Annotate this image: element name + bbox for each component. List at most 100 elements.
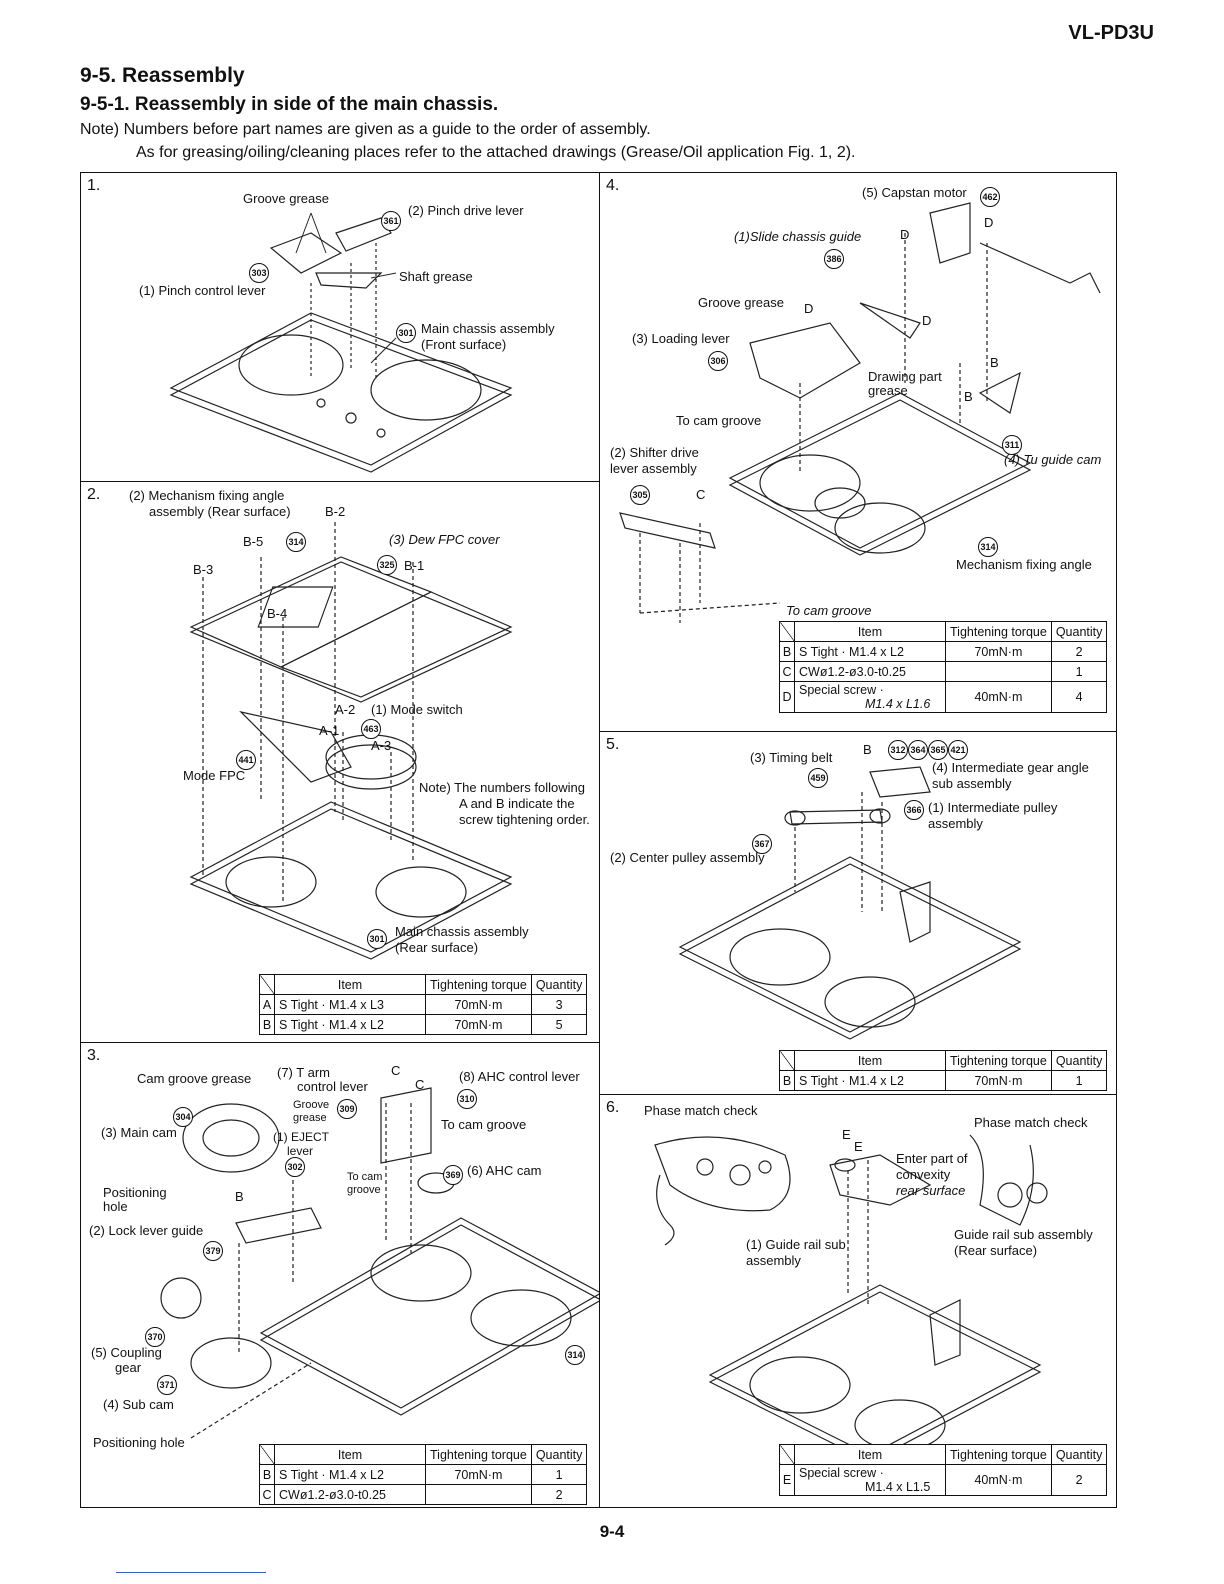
label-main-chassis: Main chassis assembly [395, 924, 529, 939]
label-sub-cam: (4) Sub cam [103, 1397, 174, 1412]
label-phase-match-right: Phase match check [974, 1115, 1088, 1130]
part-callout: 379 [203, 1241, 223, 1261]
col-item: Item [794, 1050, 946, 1071]
label-slide-chassis-guide: (1)Slide chassis guide [734, 229, 862, 244]
part-callout: 301 [367, 929, 387, 949]
label-positioning-hole-2: hole [103, 1199, 128, 1214]
part-callout: 312 [888, 740, 908, 760]
label-guide-rail-rear-2: (Rear surface) [954, 1243, 1038, 1258]
panel-step-3: 3. Cam groove grease (7) T arm control l… [80, 1042, 600, 1508]
panel-number: 6. [606, 1099, 620, 1116]
note-text-1: Note) The numbers following [419, 780, 585, 795]
label-cam-groove-grease: Cam groove grease [137, 1071, 252, 1086]
table-corner [779, 621, 795, 642]
col-item: Item [274, 974, 426, 995]
col-torque: Tightening torque [425, 1444, 532, 1465]
part-callout: 314 [286, 532, 306, 552]
label-eject-2: lever [287, 1144, 314, 1158]
label-guide-rail-rear-1: Guide rail sub assembly [954, 1227, 1093, 1242]
label-ahc-cam: (6) AHC cam [467, 1163, 542, 1178]
table-corner [259, 974, 275, 995]
label-a3: A-3 [371, 738, 392, 753]
label-d: D [922, 313, 932, 328]
label-dew-fpc-cover: (3) Dew FPC cover [389, 532, 500, 547]
col-torque: Tightening torque [425, 974, 532, 995]
label-coupling-gear-2: gear [115, 1360, 142, 1375]
label-intermediate-pulley-2: assembly [928, 816, 983, 831]
label-timing-belt: (3) Timing belt [750, 750, 833, 765]
panel-number: 5. [606, 736, 620, 753]
col-item: Item [794, 621, 946, 642]
note-line-2: As for greasing/oiling/cleaning places r… [136, 144, 856, 161]
label-a2: A-2 [335, 702, 356, 717]
label-mode-switch: (1) Mode switch [371, 702, 463, 717]
label-to-cam-groove-1: To cam groove [676, 413, 762, 428]
part-callout: 301 [396, 323, 416, 343]
label-mech-angle-2: assembly (Rear surface) [149, 504, 291, 519]
label-enter-part-3: rear surface [896, 1183, 966, 1198]
label-c: C [696, 487, 706, 502]
note-line-1: Note) Numbers before part names are give… [80, 121, 651, 138]
label-b2: B-2 [325, 504, 346, 519]
note-text-2: A and B indicate the [459, 796, 575, 811]
label-phase-match-left: Phase match check [644, 1103, 758, 1118]
section-title: 9-5. Reassembly [80, 64, 245, 87]
part-callout: 306 [708, 351, 728, 371]
col-torque: Tightening torque [945, 1444, 1052, 1465]
table-corner [779, 1444, 795, 1465]
label-positioning-hole-bottom: Positioning hole [93, 1435, 185, 1450]
panel-step-2: 2. (2) Mechanism fixing angle assembly (… [80, 481, 600, 1043]
label-b: B [863, 742, 872, 757]
label-to-cam-small-2: groove [347, 1184, 381, 1196]
label-e: E [842, 1127, 851, 1142]
panel-step-6: 6. Phase match check Phase match check E… [599, 1094, 1117, 1508]
label-to-cam-groove: To cam groove [441, 1117, 527, 1132]
part-callout: 309 [337, 1099, 357, 1119]
part-callout: 364 [908, 740, 928, 760]
label-loading-lever: (3) Loading lever [632, 331, 730, 346]
label-b: B [964, 389, 973, 404]
label-mech-fixing-angle: Mechanism fixing angle [956, 557, 1092, 572]
label-groove-grease: Groove grease [243, 191, 329, 206]
label-b4: B-4 [267, 606, 288, 621]
label-guide-rail-2: assembly [746, 1253, 801, 1268]
label-groove-grease-1: Groove [293, 1099, 330, 1111]
label-groove-grease: Groove grease [698, 295, 784, 310]
label-d: D [984, 215, 994, 230]
panel-step-4: 4. (5) Capstan motor 462 D (1)Slide chas… [599, 172, 1117, 732]
label-ahc-control-lever: (8) AHC control lever [459, 1069, 580, 1084]
label-front-surface: (Front surface) [421, 337, 507, 352]
part-callout: 441 [236, 750, 256, 770]
label-pinch-control-lever: (1) Pinch control lever [139, 283, 266, 298]
col-quantity: Quantity [1050, 1050, 1108, 1071]
panel-step-1: 1. Groove grease (2) Pinch drive lever 3… [80, 172, 600, 482]
label-drawing-part-grease-2: grease [868, 383, 908, 398]
label-t-arm-1: (7) T arm [277, 1065, 330, 1080]
label-shifter-drive-2: lever assembly [610, 461, 697, 476]
label-d: D [900, 227, 910, 242]
label-t-arm-2: control lever [297, 1079, 368, 1094]
part-callout: 303 [249, 263, 269, 283]
label-enter-part-1: Enter part of [896, 1151, 968, 1166]
part-callout: 367 [752, 834, 772, 854]
note-text-3: screw tightening order. [459, 812, 590, 827]
part-callout: 325 [377, 555, 397, 575]
label-capstan-motor: (5) Capstan motor [862, 185, 967, 200]
label-pinch-drive-lever: (2) Pinch drive lever [408, 203, 524, 218]
label-coupling-gear-1: (5) Coupling [91, 1345, 162, 1360]
part-callout: 371 [157, 1375, 177, 1395]
label-d: D [804, 301, 814, 316]
page-number: 9-4 [599, 1522, 625, 1541]
label-b5: B-5 [243, 534, 264, 549]
label-mode-fpc: Mode FPC [183, 768, 246, 783]
label-tu-guide-cam: (4) Tu guide cam [1004, 452, 1102, 467]
